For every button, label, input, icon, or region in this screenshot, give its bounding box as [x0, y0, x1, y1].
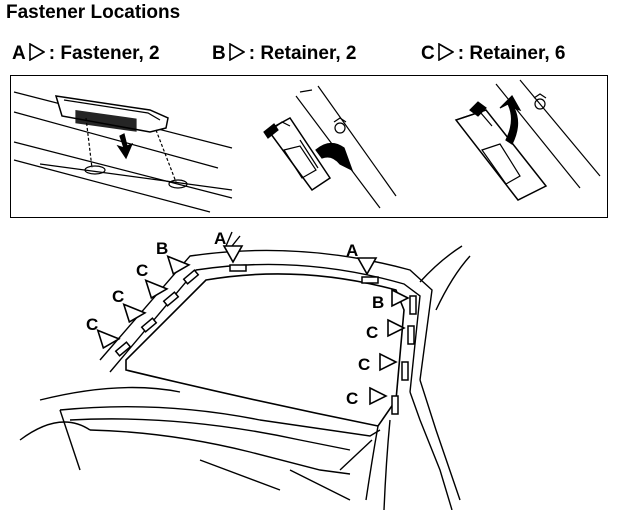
- triangle-pointer-icon: [391, 288, 410, 308]
- triangle-pointer-icon: [437, 43, 454, 61]
- triangle-pointer-icon: [122, 302, 147, 324]
- retainer-mark-c-4: [407, 325, 415, 345]
- triangle-pointer-icon: [166, 254, 191, 276]
- triangle-pointer-icon: [222, 245, 244, 264]
- retainer-mark-c-5: [401, 361, 409, 381]
- legend-letter-a: A: [12, 43, 26, 64]
- fastener-mark-a-1: [229, 264, 247, 272]
- detail-b-retainer-illustration: [263, 85, 397, 209]
- detail-a-fastener-illustration: [13, 91, 233, 213]
- triangle-pointer-icon: [96, 328, 121, 350]
- legend-item-b: B : Retainer, 2: [212, 43, 356, 65]
- callout-label-c: C: [346, 389, 358, 408]
- callout-label-c: C: [86, 315, 98, 334]
- fastener-mark-a-2: [361, 276, 379, 284]
- triangle-pointer-icon: [228, 43, 245, 61]
- triangle-pointer-icon: [387, 318, 406, 338]
- callout-label-b: B: [156, 239, 168, 258]
- callout-triangles: [96, 245, 410, 406]
- legend-letter-c: C: [421, 43, 435, 64]
- retainer-mark-c-6: [391, 395, 399, 415]
- callout-label-b: B: [372, 293, 384, 312]
- legend-text-a: : Fastener, 2: [48, 43, 160, 64]
- legend-item-a: A : Fastener, 2: [12, 43, 160, 65]
- fastener-marks: [114, 264, 417, 415]
- detail-panel-frame: [10, 75, 608, 218]
- page-title: Fastener Locations: [6, 2, 181, 23]
- callout-label-a: A: [214, 229, 226, 248]
- callout-label-c: C: [112, 287, 124, 306]
- triangle-pointer-icon: [28, 43, 45, 61]
- detail-c-retainer-illustration: [454, 79, 601, 201]
- retainer-mark-b-2: [409, 295, 417, 315]
- callout-label-a: A: [346, 241, 358, 260]
- retainer-mark-b-1: [182, 269, 200, 285]
- triangle-pointer-icon: [356, 257, 378, 276]
- callout-labels: A A B C C C B C C C: [86, 229, 384, 408]
- rear-window-illustration: [19, 231, 471, 510]
- retainer-mark-c-2: [140, 317, 158, 333]
- legend-letter-b: B: [212, 43, 226, 64]
- triangle-pointer-icon: [144, 278, 169, 300]
- callout-label-c: C: [366, 323, 378, 342]
- callout-label-c: C: [136, 261, 148, 280]
- legend-text-c: : Retainer, 6: [457, 43, 566, 64]
- legend-item-c: C : Retainer, 6: [421, 43, 565, 65]
- legend-text-b: : Retainer, 2: [248, 43, 357, 64]
- retainer-mark-c-3: [114, 341, 132, 357]
- triangle-pointer-icon: [369, 386, 388, 406]
- retainer-mark-c-1: [162, 291, 180, 307]
- callout-label-c: C: [358, 355, 370, 374]
- triangle-pointer-icon: [379, 352, 398, 372]
